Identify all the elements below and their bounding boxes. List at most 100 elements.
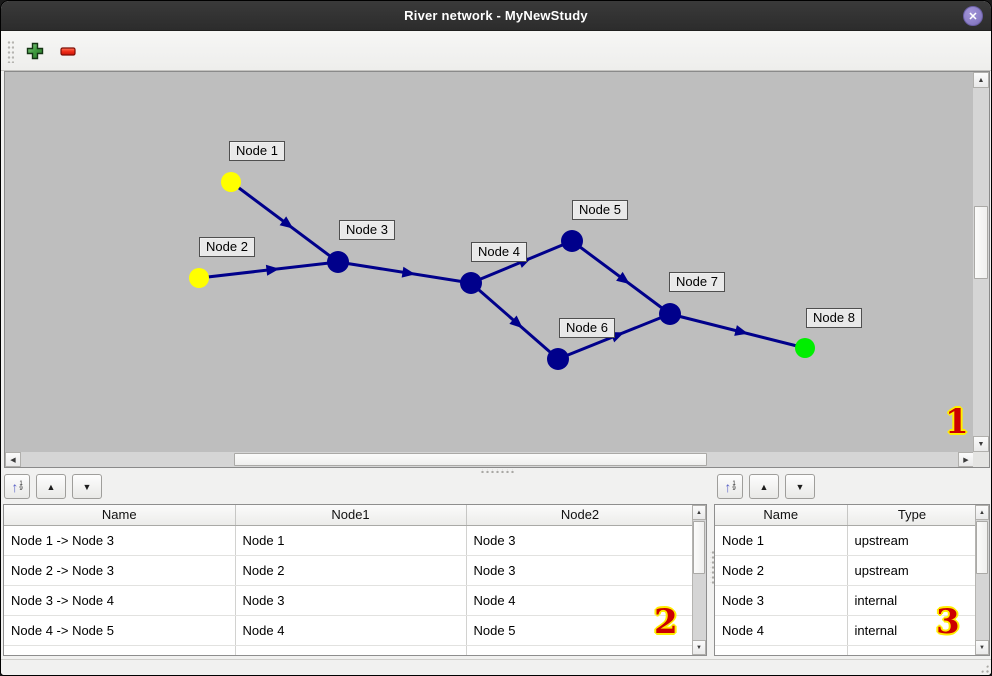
main-toolbar — [1, 31, 991, 71]
nodes-table-vscrollbar[interactable]: ▲ ▼ — [975, 505, 989, 655]
table-cell[interactable]: Node 3 — [235, 585, 467, 616]
table-cell[interactable]: Node 2 -> Node 3 — [4, 555, 236, 586]
node-label[interactable]: Node 8 — [806, 308, 862, 328]
table-cell[interactable]: internal — [847, 615, 978, 646]
canvas-hscrollbar[interactable]: ◀ ▶ — [5, 452, 974, 467]
table-cell[interactable]: Node 3 -> Node 4 — [4, 585, 236, 616]
scroll-left-arrow-icon[interactable]: ◀ — [5, 452, 21, 467]
network-scroll-area: Node 1 Node 2 Node 3 Node 4 Node 5 Node 6 Node… — [4, 71, 990, 468]
close-button[interactable]: ✕ — [963, 6, 983, 26]
scroll-right-arrow-icon[interactable]: ▶ — [958, 452, 974, 467]
links-scroll-thumb[interactable] — [693, 521, 705, 574]
links-move-up-button[interactable]: ▲ — [36, 474, 66, 499]
scroll-up-arrow-icon[interactable]: ▲ — [692, 505, 706, 520]
node-label[interactable]: Node 7 — [669, 272, 725, 292]
remove-node-button[interactable] — [55, 38, 81, 64]
table-cell[interactable]: Node 2 — [235, 555, 467, 586]
canvas-vscrollbar[interactable]: ▲ ▼ — [973, 72, 989, 452]
flow-arrow-icon — [616, 271, 630, 285]
table-row[interactable] — [4, 645, 695, 655]
horizontal-splitter[interactable] — [1, 468, 991, 474]
node-label[interactable]: Node 5 — [572, 200, 628, 220]
table-cell[interactable]: Node 4 — [235, 615, 467, 646]
scroll-down-arrow-icon[interactable]: ▼ — [973, 436, 989, 452]
table-cell[interactable]: upstream — [847, 555, 978, 586]
scroll-down-arrow-icon[interactable]: ▼ — [975, 640, 989, 655]
node-label[interactable]: Node 3 — [339, 220, 395, 240]
table-cell[interactable]: Node 4 -> Node 5 — [4, 615, 236, 646]
table-row[interactable] — [715, 645, 978, 655]
table-cell[interactable]: upstream — [847, 525, 978, 556]
flow-arrow-icon — [279, 216, 294, 229]
column-header[interactable]: Name — [715, 505, 848, 526]
scroll-down-arrow-icon[interactable]: ▼ — [692, 640, 706, 655]
table-cell[interactable]: Node 4 — [715, 615, 848, 646]
nodes-scroll-thumb[interactable] — [976, 521, 988, 574]
flow-arrow-icon — [509, 315, 523, 329]
column-header[interactable]: Name — [4, 505, 236, 526]
river-node[interactable] — [659, 303, 681, 325]
add-node-button[interactable] — [22, 38, 48, 64]
node-label[interactable]: Node 4 — [471, 242, 527, 262]
river-node[interactable] — [189, 268, 209, 288]
nodes-move-down-button[interactable]: ▼ — [785, 474, 815, 499]
minus-icon — [60, 46, 76, 56]
links-move-down-button[interactable]: ▼ — [72, 474, 102, 499]
plus-icon — [26, 42, 44, 59]
river-node[interactable] — [460, 272, 482, 294]
hscroll-thumb[interactable] — [234, 453, 707, 466]
river-node[interactable] — [795, 338, 815, 358]
river-node[interactable] — [327, 251, 349, 273]
flow-arrow-icon — [265, 264, 280, 276]
column-header[interactable]: Node1 — [235, 505, 467, 526]
node-label[interactable]: Node 1 — [229, 141, 285, 161]
table-cell[interactable]: Node 3 — [715, 585, 848, 616]
river-node[interactable] — [221, 172, 241, 192]
up-triangle-icon: ▲ — [759, 481, 769, 492]
down-triangle-icon: ▼ — [795, 481, 805, 492]
river-node[interactable] — [547, 348, 569, 370]
sort-ascending-icon: ↑ — [11, 478, 19, 495]
network-canvas[interactable]: Node 1 Node 2 Node 3 Node 4 Node 5 Node 6 Node… — [5, 72, 973, 452]
scroll-up-arrow-icon[interactable]: ▲ — [975, 505, 989, 520]
scrollbar-corner — [973, 452, 989, 467]
column-header[interactable]: Type — [847, 505, 978, 526]
table-cell[interactable]: Node 4 — [466, 585, 695, 616]
sort-ascending-icon: ↑ — [724, 478, 732, 495]
window-resize-grip[interactable] — [978, 662, 991, 675]
links-table-vscrollbar[interactable]: ▲ ▼ — [692, 505, 706, 655]
toolbar-drag-handle[interactable] — [7, 38, 14, 63]
table-cell[interactable]: Node 2 — [715, 555, 848, 586]
table-cell[interactable]: Node 1 -> Node 3 — [4, 525, 236, 556]
table-cell[interactable]: Node 1 — [715, 525, 848, 556]
table-cell[interactable]: internal — [847, 585, 978, 616]
table-cell[interactable]: Node 5 — [466, 615, 695, 646]
node-label[interactable]: Node 2 — [199, 237, 255, 257]
table-cell[interactable]: Node 1 — [235, 525, 467, 556]
table-cell[interactable]: Node 3 — [466, 555, 695, 586]
nodes-move-up-button[interactable]: ▲ — [749, 474, 779, 499]
table-cell[interactable]: Node 3 — [466, 525, 695, 556]
vertical-splitter[interactable] — [709, 474, 715, 659]
column-header[interactable]: Node2 — [466, 505, 695, 526]
river-node[interactable] — [561, 230, 583, 252]
node-label[interactable]: Node 6 — [559, 318, 615, 338]
flow-arrow-icon — [734, 325, 749, 336]
titlebar[interactable]: River network - MyNewStudy ✕ — [1, 1, 991, 31]
vscroll-thumb[interactable] — [974, 206, 988, 279]
scroll-up-arrow-icon[interactable]: ▲ — [973, 72, 989, 88]
